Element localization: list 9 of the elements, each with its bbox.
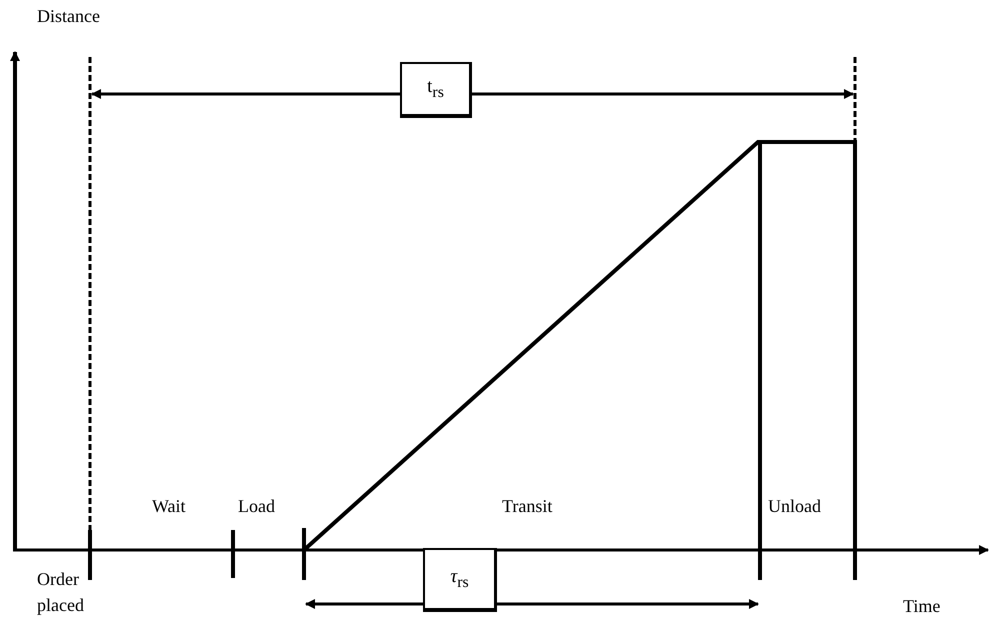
segment-label: Unload (768, 495, 821, 518)
axis-label: Distance (37, 5, 100, 28)
axis-label: Time (903, 595, 940, 618)
label-box: t$_{rs}$ (400, 62, 472, 118)
segment-label: Transit (502, 495, 552, 518)
label-box: τ$_{rs}$ (423, 548, 497, 612)
segment-label: Load (238, 495, 275, 518)
event-label: Order placed (37, 568, 85, 618)
segment-label: Wait (152, 495, 186, 518)
